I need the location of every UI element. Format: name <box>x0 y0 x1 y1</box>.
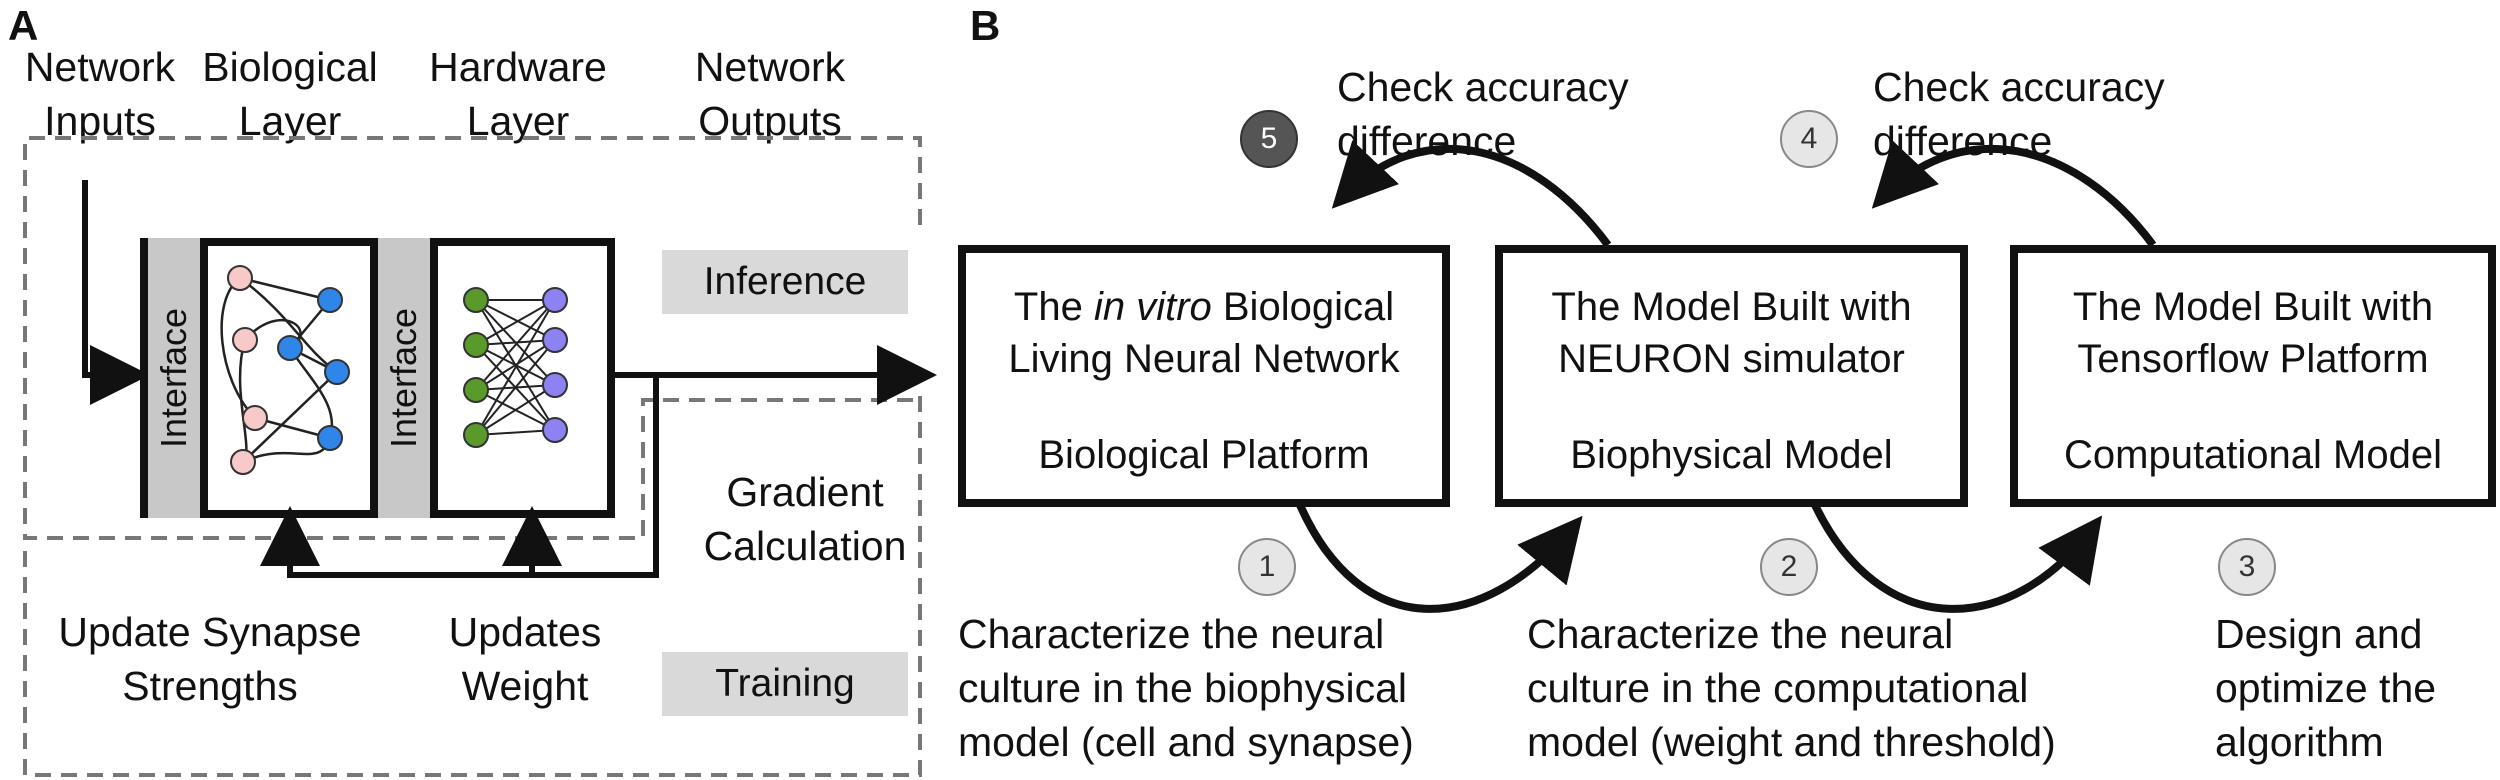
feedback-line <box>260 375 659 578</box>
biophysical-model-box: The Model Built with NEURON simulator Bi… <box>1495 245 1968 507</box>
hardware-neurons <box>463 287 568 448</box>
step-2-badge: 2 <box>1760 538 1818 596</box>
arrow-step-5 <box>1331 140 1612 248</box>
arrow-step-1 <box>1296 503 1583 613</box>
bio-box-line2: Living Neural Network <box>1008 337 1400 381</box>
training-region <box>23 396 922 777</box>
computational-model-box: The Model Built with Tensorflow Platform… <box>2010 245 2496 507</box>
interface-bio: Interface <box>140 238 208 518</box>
bio-box-platform: Biological Platform <box>1038 433 1370 477</box>
comp-box-line1: The Model Built with <box>2072 285 2434 329</box>
training-tag: Training <box>662 652 908 716</box>
input-arrow <box>82 180 150 405</box>
biophys-box-platform: Biophysical Model <box>1570 433 1893 477</box>
biophys-box-line1: The Model Built with <box>1551 285 1912 329</box>
biological-platform-box: The in vitro Biological Living Neural Ne… <box>958 245 1450 507</box>
comp-box-platform: Computational Model <box>2064 433 2442 477</box>
hardware-network-edges <box>475 299 556 436</box>
step-5-badge: 5 <box>1240 110 1298 168</box>
inference-tag: Inference <box>662 250 908 314</box>
arrow-step-2 <box>1811 503 2103 613</box>
step-4-badge: 4 <box>1780 110 1838 168</box>
inference-region <box>23 136 922 540</box>
step-1-badge: 1 <box>1238 538 1296 596</box>
biological-neurons <box>227 265 350 475</box>
step-3-badge: 3 <box>2218 538 2276 596</box>
bio-box-line1: The in vitro Biological <box>1013 285 1395 329</box>
arrow-step-4 <box>1871 140 2157 248</box>
comp-box-line2: Tensorflow Platform <box>2077 337 2429 381</box>
panel-a-letter: A <box>8 2 39 49</box>
interface-hw: Interface <box>370 238 438 518</box>
panel-b-letter: B <box>970 2 1001 49</box>
biophys-box-line2: NEURON simulator <box>1558 337 1905 381</box>
